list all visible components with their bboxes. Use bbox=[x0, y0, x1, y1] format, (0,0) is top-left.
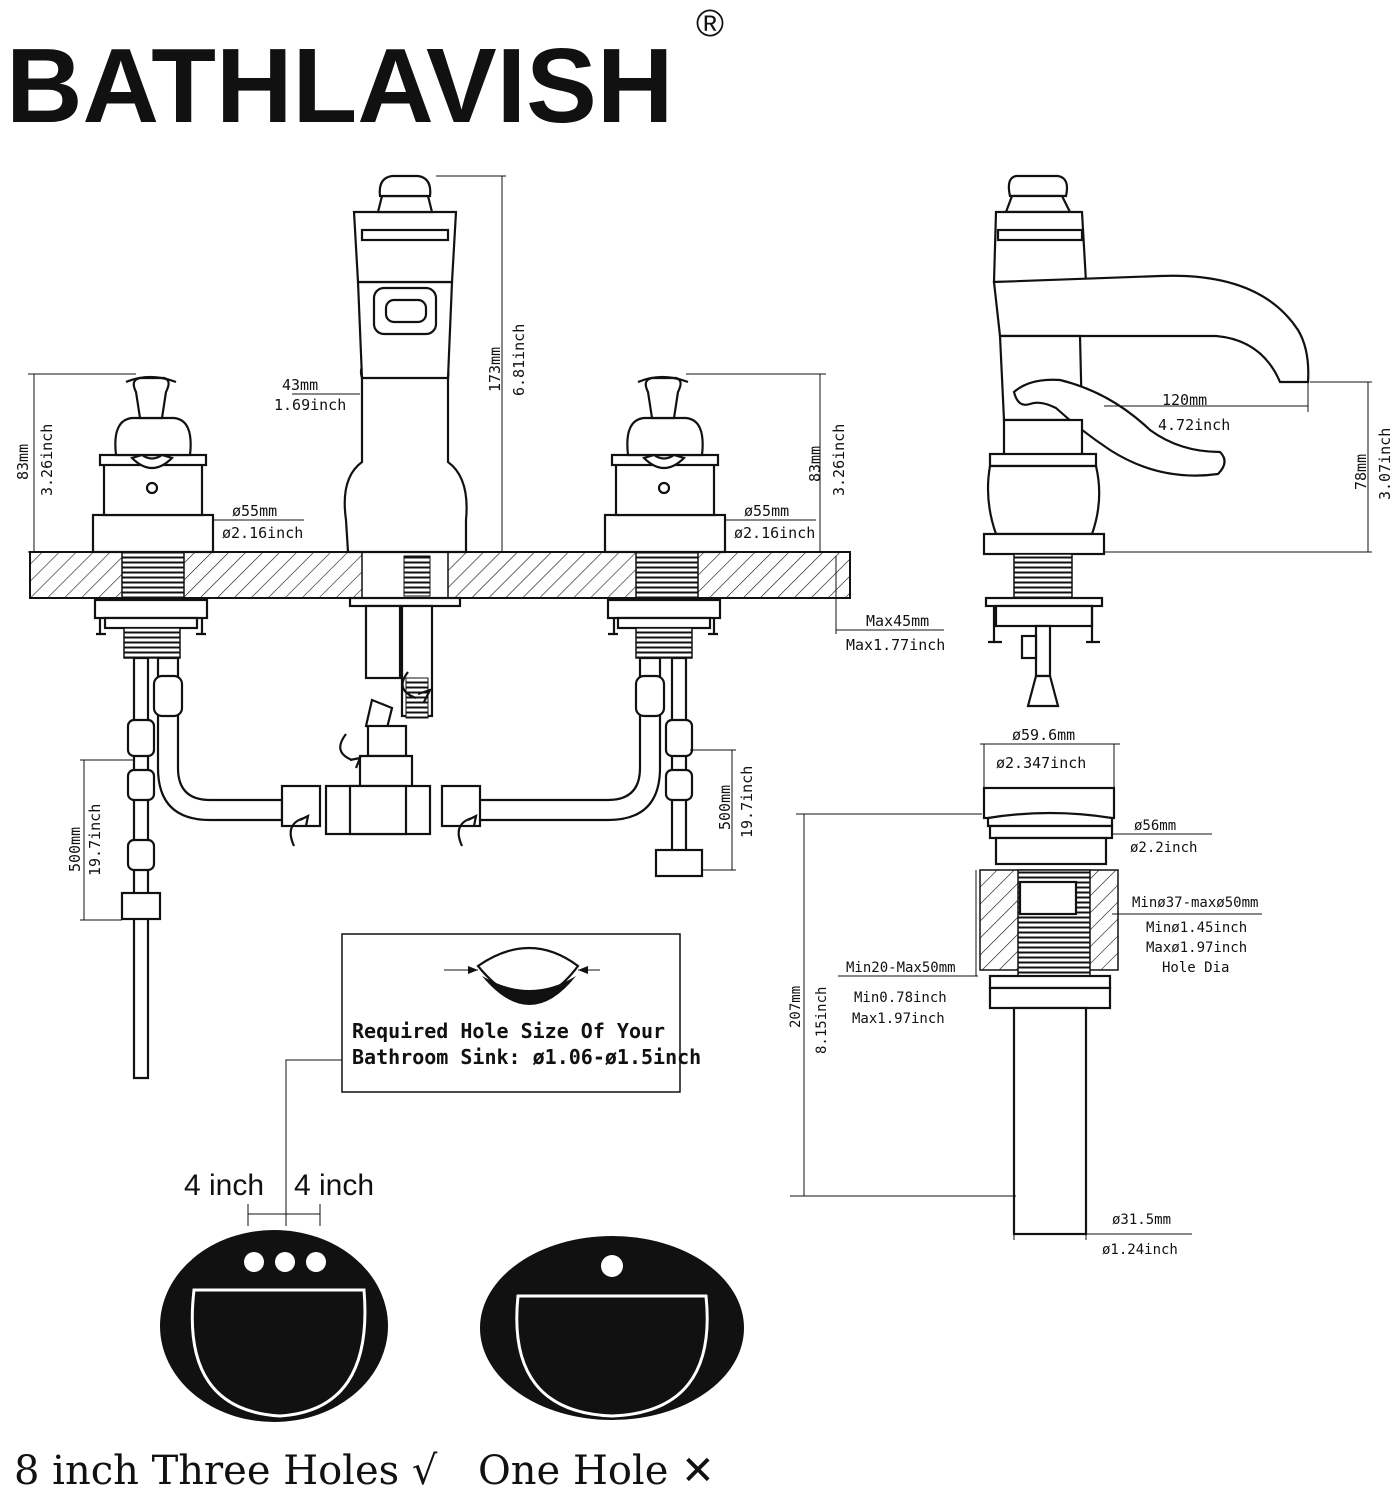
hose-length-in-right: 19.7inch bbox=[738, 766, 756, 838]
handle-height-in-left: 3.26inch bbox=[38, 424, 56, 496]
thickness-min-in: Min0.78inch bbox=[854, 990, 947, 1006]
handle-height-in-right: 3.26inch bbox=[830, 424, 848, 496]
brand-name: BATHLAVISH bbox=[6, 27, 673, 145]
hose-length-in-left: 19.7inch bbox=[86, 804, 104, 876]
reach-in: 4.72inch bbox=[1158, 416, 1230, 434]
thickness-range-mm: Min20-Max50mm bbox=[846, 960, 956, 976]
side-height-mm: 78mm bbox=[1352, 454, 1370, 490]
reach-mm: 120mm bbox=[1162, 391, 1207, 409]
side-height-in: 3.07inch bbox=[1376, 428, 1394, 500]
hose-length-mm-left: 500mm bbox=[66, 827, 84, 872]
drain-flange-mm: ø56mm bbox=[1134, 818, 1176, 834]
drain-dimensions: ø59.6mm ø2.347inch ø56mm ø2.2inch Minø37… bbox=[788, 726, 1262, 1258]
hole-size-note: Required Hole Size Of Your Bathroom Sink… bbox=[285, 933, 701, 1222]
three-hole-basin bbox=[160, 1230, 388, 1422]
deck-thickness-mm: Max45mm bbox=[866, 612, 929, 630]
handle-base-mm-left: ø55mm bbox=[232, 502, 277, 520]
hole-max-in: Maxø1.97inch bbox=[1146, 940, 1247, 956]
left-handle bbox=[91, 375, 322, 1080]
center-spout bbox=[324, 174, 468, 836]
caption-one-hole: One Hole ✕ bbox=[478, 1448, 715, 1494]
spout-width-mm: 43mm bbox=[282, 376, 318, 394]
right-handle bbox=[440, 375, 727, 878]
drain-flange-in: ø2.2inch bbox=[1130, 840, 1197, 856]
hole-min-in: Minø1.45inch bbox=[1146, 920, 1247, 936]
caption-three-holes: 8 inch Three Holes √ bbox=[14, 1448, 438, 1494]
drain-length-in: 8.15inch bbox=[814, 987, 830, 1054]
registered-mark: ® bbox=[696, 3, 724, 45]
sink-deck bbox=[29, 551, 851, 599]
spacing-left: 4 inch bbox=[184, 1169, 264, 1202]
drain-cap-mm: ø59.6mm bbox=[1012, 726, 1075, 744]
handle-base-in-left: ø2.16inch bbox=[222, 524, 303, 542]
basin-captions: 8 inch Three Holes √ One Hole ✕ bbox=[14, 1448, 715, 1494]
deck-thickness-in: Max1.77inch bbox=[846, 636, 945, 654]
tailpiece-in: ø1.24inch bbox=[1102, 1242, 1178, 1258]
tailpiece-mm: ø31.5mm bbox=[1112, 1212, 1171, 1228]
spout-height-in: 6.81inch bbox=[510, 324, 528, 396]
front-dimensions: 83mm 3.26inch ø55mm ø2.16inch 173mm 6.81… bbox=[14, 175, 945, 921]
spout-height-mm: 173mm bbox=[486, 347, 504, 392]
side-dimensions: 120mm 4.72inch 78mm 3.07inch bbox=[1104, 372, 1394, 553]
drain-length-mm: 207mm bbox=[788, 986, 804, 1028]
pop-up-drain bbox=[979, 743, 1120, 1236]
thickness-max-in: Max1.97inch bbox=[852, 1011, 945, 1027]
hose-length-mm-right: 500mm bbox=[716, 785, 734, 830]
hole-range-mm: Minø37-maxø50mm bbox=[1132, 895, 1258, 911]
handle-height-mm-right: 83mm bbox=[806, 446, 824, 482]
hole-dia-label: Hole Dia bbox=[1162, 960, 1229, 976]
spout-width-in: 1.69inch bbox=[274, 396, 346, 414]
handle-height-mm-left: 83mm bbox=[14, 444, 32, 480]
brand-logo: BATHLAVISH ® bbox=[6, 3, 724, 145]
check-icon: √ bbox=[412, 1448, 438, 1494]
side-view-faucet bbox=[982, 174, 1310, 708]
cross-icon: ✕ bbox=[681, 1448, 715, 1494]
hole-note-line-2: Bathroom Sink: ø1.06-ø1.5inch bbox=[352, 1045, 701, 1069]
drain-cap-in: ø2.347inch bbox=[996, 754, 1086, 772]
hole-spacing: 4 inch 4 inch bbox=[184, 1169, 374, 1226]
handle-base-in-right: ø2.16inch bbox=[734, 524, 815, 542]
one-hole-basin bbox=[480, 1236, 744, 1420]
handle-base-mm-right: ø55mm bbox=[744, 502, 789, 520]
spacing-right: 4 inch bbox=[294, 1169, 374, 1202]
hole-note-line-1: Required Hole Size Of Your bbox=[352, 1019, 665, 1043]
